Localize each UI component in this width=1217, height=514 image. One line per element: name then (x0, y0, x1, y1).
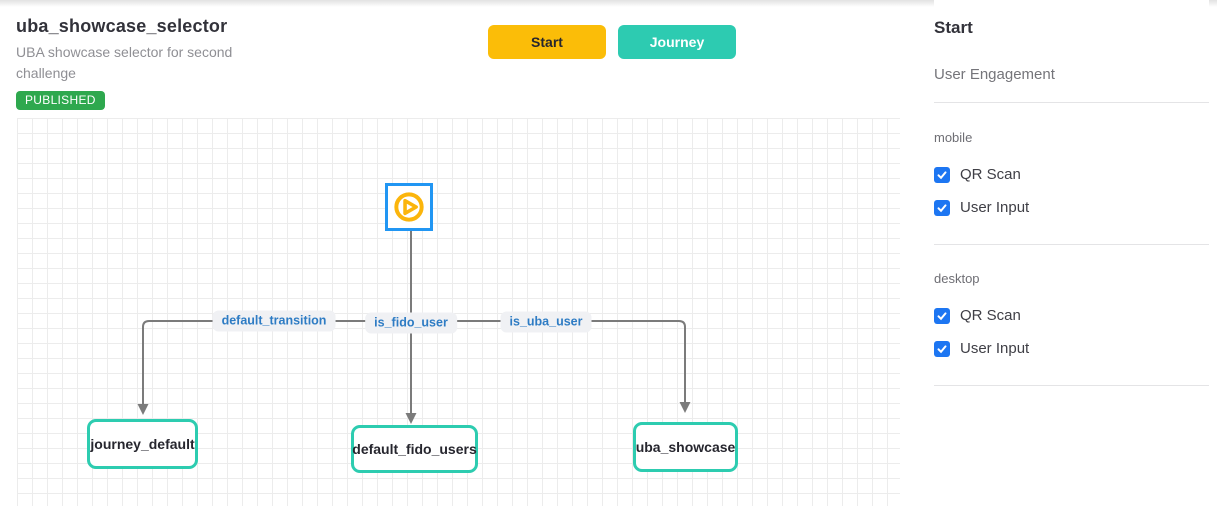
panel-title: Start (934, 18, 973, 37)
edge-label-default-transition[interactable]: default_transition (212, 310, 336, 332)
flow-canvas[interactable]: default_transition is_fido_user is_uba_u… (17, 118, 900, 506)
status-badge: PUBLISHED (16, 90, 105, 110)
checkbox-label: User Input (960, 340, 1030, 357)
start-button[interactable]: Start (488, 25, 606, 59)
checkbox-checked-icon[interactable] (934, 199, 950, 216)
arrowhead-left (137, 404, 149, 415)
journey-button[interactable]: Journey (618, 25, 736, 59)
page-subtitle: UBA showcase selector for second challen… (16, 44, 233, 82)
checkbox-checked-icon[interactable] (934, 307, 950, 324)
checkbox-checked-icon[interactable] (934, 340, 950, 357)
divider (934, 102, 1209, 103)
arrowhead-right (679, 402, 691, 413)
edge-default-transition (142, 320, 411, 404)
flow-edges (137, 231, 691, 424)
checkbox-label: QR Scan (960, 307, 1021, 324)
section-label-mobile: mobile (934, 130, 973, 145)
edge-label-is-fido-user[interactable]: is_fido_user (365, 312, 457, 334)
node-config-panel: Start User Engagement mobile QR Scan Use… (934, 0, 1209, 514)
node-uba-showcase[interactable]: uba_showcase (633, 422, 738, 472)
checkbox-row-mobile-qr-scan[interactable]: QR Scan (934, 166, 1021, 183)
page-title: uba_showcase_selector (16, 16, 228, 36)
checkbox-row-desktop-qr-scan[interactable]: QR Scan (934, 307, 1021, 324)
header-title-block: uba_showcase_selector UBA showcase selec… (16, 16, 264, 110)
divider (934, 244, 1209, 245)
edge-is-uba-user (411, 320, 686, 402)
play-icon (390, 188, 428, 226)
checkbox-label: QR Scan (960, 166, 1021, 183)
checkbox-row-mobile-user-input[interactable]: User Input (934, 199, 1029, 216)
panel-subtitle: User Engagement (934, 66, 1055, 83)
edge-label-is-uba-user[interactable]: is_uba_user (500, 311, 592, 333)
checkbox-row-desktop-user-input[interactable]: User Input (934, 340, 1029, 357)
section-label-desktop: desktop (934, 271, 980, 286)
arrowhead-middle (405, 413, 417, 424)
node-default-fido-users[interactable]: default_fido_users (351, 425, 478, 473)
divider (934, 385, 1209, 386)
start-node[interactable] (385, 183, 433, 231)
checkbox-checked-icon[interactable] (934, 166, 950, 183)
checkbox-label: User Input (960, 199, 1030, 216)
node-journey-default[interactable]: journey_default (87, 419, 198, 469)
